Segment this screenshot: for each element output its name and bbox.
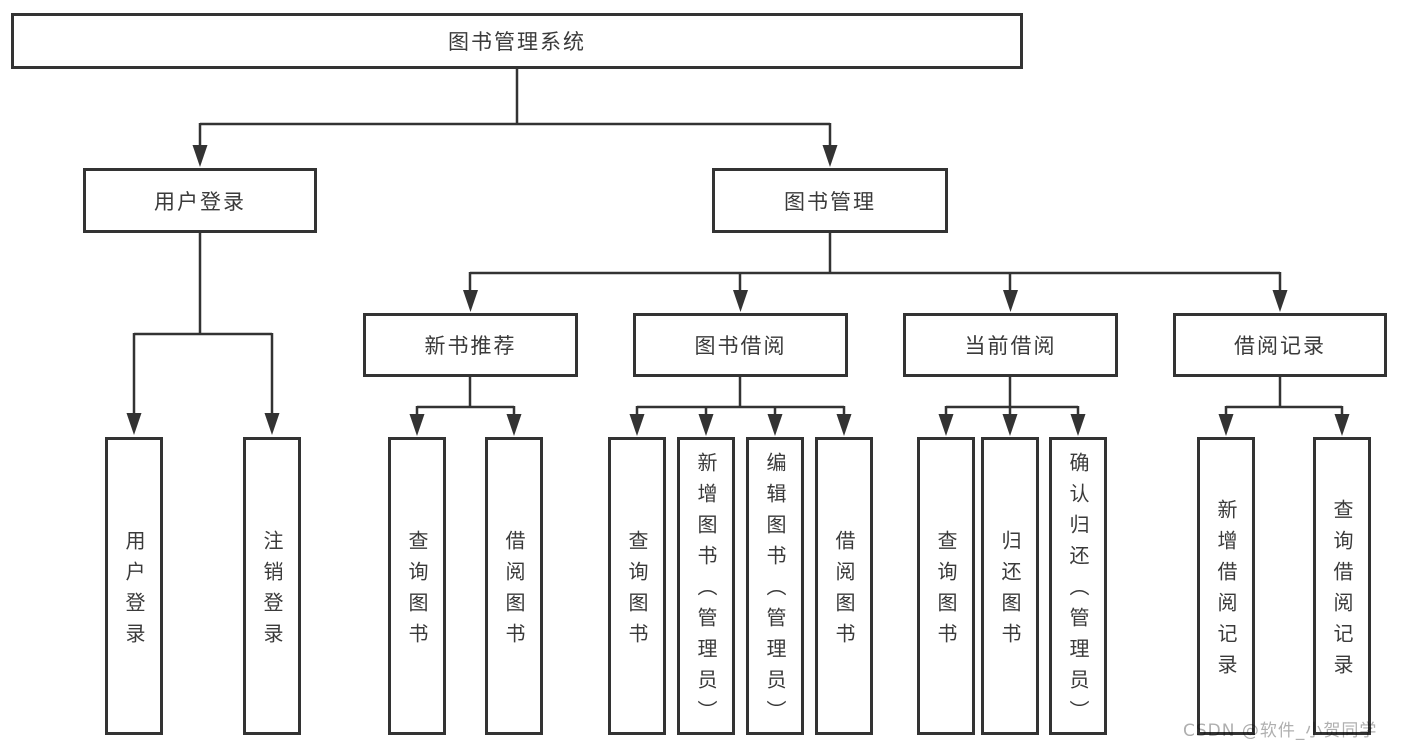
node-book-borrowing: 图书借阅 bbox=[633, 313, 848, 377]
connector-current-borrowing-to-leaves bbox=[938, 377, 1086, 436]
leaf-user-login: 用户登录 bbox=[105, 437, 163, 735]
leaf-logout-label: 注销登录 bbox=[260, 529, 284, 654]
leaf-borrow-book: 借阅图书 bbox=[815, 437, 873, 735]
connector-book-management-to-level3 bbox=[463, 233, 1288, 312]
leaf-query-book-recommend: 查询图书 bbox=[388, 437, 446, 735]
leaf-borrow-book-recommend: 借阅图书 bbox=[485, 437, 543, 735]
csdn-watermark: CSDN @软件_小贺同学 bbox=[1183, 721, 1378, 741]
leaf-user-login-label: 用户登录 bbox=[122, 529, 146, 654]
leaf-return-book-label: 归还图书 bbox=[998, 529, 1022, 654]
node-current-borrowing: 当前借阅 bbox=[903, 313, 1118, 377]
leaf-edit-book-admin: 编辑图书（管理员） bbox=[746, 437, 804, 735]
node-borrowing-records: 借阅记录 bbox=[1173, 313, 1387, 377]
leaf-return-book: 归还图书 bbox=[981, 437, 1039, 735]
node-book-borrowing-label: 图书借阅 bbox=[694, 334, 787, 358]
node-root-label: 图书管理系统 bbox=[448, 30, 586, 54]
leaf-confirm-return-admin-label: 确认归还（管理员） bbox=[1066, 452, 1090, 731]
node-new-book-recommend: 新书推荐 bbox=[363, 313, 578, 377]
leaf-logout: 注销登录 bbox=[243, 437, 301, 735]
leaf-add-book-admin: 新增图书（管理员） bbox=[677, 437, 735, 735]
leaf-query-borrow-record-label: 查询借阅记录 bbox=[1330, 498, 1354, 685]
leaf-query-book-recommend-label: 查询图书 bbox=[405, 529, 429, 654]
leaf-query-book-borrowing-label: 查询图书 bbox=[625, 529, 649, 654]
leaf-add-book-admin-label: 新增图书（管理员） bbox=[694, 452, 718, 731]
leaf-query-book-borrowing: 查询图书 bbox=[608, 437, 666, 735]
connector-book-borrowing-to-leaves bbox=[629, 377, 852, 436]
leaf-query-book-current-label: 查询图书 bbox=[934, 529, 958, 654]
node-book-management-label: 图书管理 bbox=[784, 189, 876, 214]
leaf-add-borrow-record-label: 新增借阅记录 bbox=[1214, 498, 1238, 685]
node-current-borrowing-label: 当前借阅 bbox=[964, 334, 1057, 358]
connector-borrowing-records-to-leaves bbox=[1218, 377, 1350, 436]
node-new-book-recommend-label: 新书推荐 bbox=[424, 334, 517, 358]
leaf-borrow-book-recommend-label: 借阅图书 bbox=[502, 529, 526, 654]
connector-user-login-to-leaves bbox=[126, 233, 280, 435]
node-root: 图书管理系统 bbox=[11, 13, 1023, 69]
node-book-management: 图书管理 bbox=[712, 168, 948, 233]
leaf-confirm-return-admin: 确认归还（管理员） bbox=[1049, 437, 1107, 735]
leaf-query-book-current: 查询图书 bbox=[917, 437, 975, 735]
node-user-login-label: 用户登录 bbox=[154, 189, 246, 214]
node-user-login: 用户登录 bbox=[83, 168, 317, 233]
connector-root-to-level2 bbox=[192, 69, 838, 167]
leaf-add-borrow-record: 新增借阅记录 bbox=[1197, 437, 1255, 735]
node-borrowing-records-label: 借阅记录 bbox=[1234, 334, 1326, 358]
connector-new-book-recommend-to-leaves bbox=[409, 377, 522, 436]
leaf-query-borrow-record: 查询借阅记录 bbox=[1313, 437, 1371, 735]
leaf-borrow-book-label: 借阅图书 bbox=[832, 529, 856, 654]
leaf-edit-book-admin-label: 编辑图书（管理员） bbox=[763, 452, 787, 731]
